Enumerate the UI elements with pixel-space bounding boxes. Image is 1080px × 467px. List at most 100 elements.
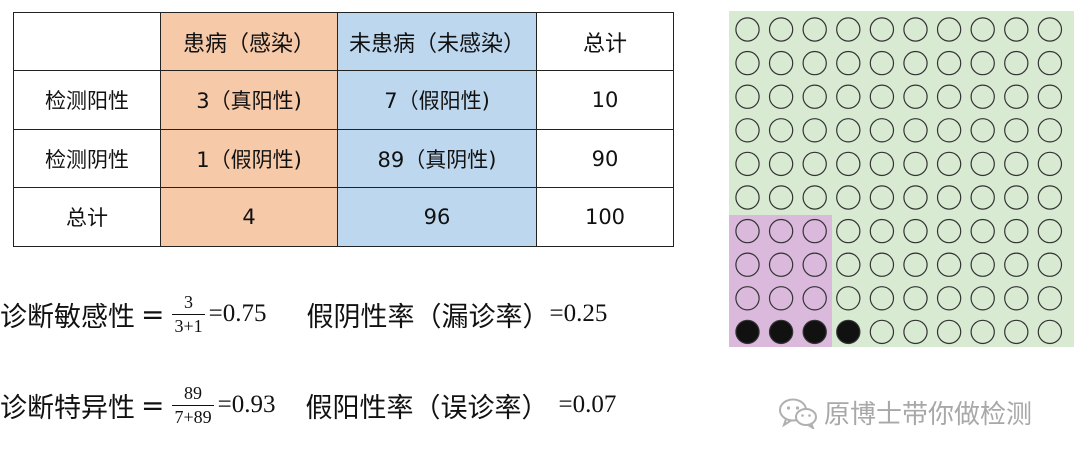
empty-dot [936, 252, 962, 277]
empty-dot [936, 185, 962, 210]
cell-false-negative: 1（假阴性) [160, 129, 338, 188]
empty-dot [869, 50, 895, 76]
filled-dot [735, 319, 760, 345]
cell-grand-total: 100 [536, 187, 674, 247]
empty-dot [903, 252, 928, 277]
empty-dot [970, 252, 995, 277]
empty-dot [1037, 118, 1063, 143]
dot-grid-svg [735, 17, 1063, 345]
cell-false-positive: 7（假阳性) [337, 70, 537, 130]
filled-dot [836, 319, 861, 345]
cell-total-sick: 4 [160, 187, 338, 247]
population-dot-grid [729, 11, 1074, 347]
cell-true-positive: 3（真阳性) [160, 70, 338, 130]
cell-total-well: 96 [337, 187, 537, 247]
empty-dot [735, 17, 760, 42]
empty-dot [970, 151, 995, 177]
specificity-value: =0.93 [217, 391, 276, 419]
fraction-denominator: 3+1 [172, 313, 205, 336]
row-label: 总计 [13, 187, 161, 247]
empty-dot [869, 319, 895, 345]
empty-dot [735, 252, 760, 277]
table-row: 检测阳性 3（真阳性) 7（假阳性) 10 [13, 70, 674, 130]
empty-dot [768, 17, 794, 42]
empty-dot [768, 185, 794, 210]
empty-dot [903, 185, 928, 210]
empty-dot [1004, 151, 1029, 177]
empty-dot [903, 218, 928, 244]
empty-dot [836, 84, 861, 109]
specificity-formula: 诊断特异性 = 89 7+89 =0.93 假阳性率（误诊率） =0.07 [0, 383, 616, 427]
empty-dot [970, 319, 995, 345]
empty-dot [768, 252, 794, 277]
empty-dot [836, 50, 861, 76]
empty-dot [1037, 286, 1063, 311]
watermark: 原博士带你做检测 [778, 394, 1032, 431]
empty-dot [836, 252, 861, 277]
empty-dot [903, 319, 928, 345]
empty-dot [1037, 252, 1063, 277]
sensitivity-formula: 诊断敏感性 = 3 3+1 =0.75 假阴性率（漏诊率） =0.25 [0, 292, 607, 336]
empty-dot [735, 151, 760, 177]
header-blank-cell [13, 12, 161, 71]
row-label: 检测阴性 [13, 129, 161, 188]
fraction-numerator: 3 [184, 292, 194, 312]
empty-dot [1004, 84, 1029, 109]
table-header-row: 患病（感染） 未患病（未感染） 总计 [13, 12, 674, 71]
cell-row-total: 10 [536, 70, 674, 130]
equals-sign: = [141, 297, 165, 331]
empty-dot [802, 286, 827, 311]
empty-dot [936, 218, 962, 244]
empty-dot [802, 218, 827, 244]
empty-dot [936, 84, 962, 109]
empty-dot [936, 118, 962, 143]
empty-dot [903, 50, 928, 76]
sensitivity-fraction: 3 3+1 [172, 292, 205, 336]
empty-dot [836, 151, 861, 177]
empty-dot [836, 17, 861, 42]
false-negative-rate-label: 假阴性率（漏诊率） [306, 301, 550, 333]
empty-dot [768, 50, 794, 76]
empty-dot [869, 84, 895, 109]
empty-dot [1004, 218, 1029, 244]
empty-dot [802, 252, 827, 277]
empty-dot [869, 151, 895, 177]
filled-dot [802, 319, 827, 345]
wechat-icon [779, 398, 817, 429]
empty-dot [936, 17, 962, 42]
empty-dot [869, 185, 895, 210]
filled-dot [768, 319, 794, 345]
specificity-label: 诊断特异性 [0, 392, 135, 424]
table-row: 检测阴性 1（假阴性) 89（真阴性) 90 [13, 129, 674, 188]
empty-dot [802, 118, 827, 143]
empty-dot [970, 50, 995, 76]
false-negative-rate-value: =0.25 [549, 300, 608, 328]
sensitivity-value: =0.75 [208, 300, 267, 328]
cell-row-total: 90 [536, 129, 674, 188]
empty-dot [903, 17, 928, 42]
empty-dot [1004, 118, 1029, 143]
empty-dot [869, 252, 895, 277]
empty-dot [1004, 319, 1029, 345]
empty-dot [903, 286, 928, 311]
empty-dot [802, 185, 827, 210]
empty-dot [802, 17, 827, 42]
empty-dot [802, 151, 827, 177]
empty-dot [1004, 286, 1029, 311]
empty-dot [970, 185, 995, 210]
empty-dot [970, 17, 995, 42]
header-total: 总计 [536, 12, 674, 71]
empty-dot [836, 218, 861, 244]
empty-dot [1037, 319, 1063, 345]
row-label: 检测阳性 [13, 70, 161, 130]
empty-dot [1037, 185, 1063, 210]
empty-dot [735, 286, 760, 311]
header-not-sick: 未患病（未感染） [337, 12, 537, 71]
specificity-fraction: 89 7+89 [172, 383, 214, 427]
false-positive-rate-value: =0.07 [558, 391, 617, 419]
empty-dot [936, 319, 962, 345]
confusion-table: 患病（感染） 未患病（未感染） 总计 检测阳性 3（真阳性) 7（假阳性) 10… [13, 12, 674, 247]
table-row: 总计 4 96 100 [13, 187, 674, 247]
sensitivity-label: 诊断敏感性 [0, 301, 135, 333]
empty-dot [768, 151, 794, 177]
